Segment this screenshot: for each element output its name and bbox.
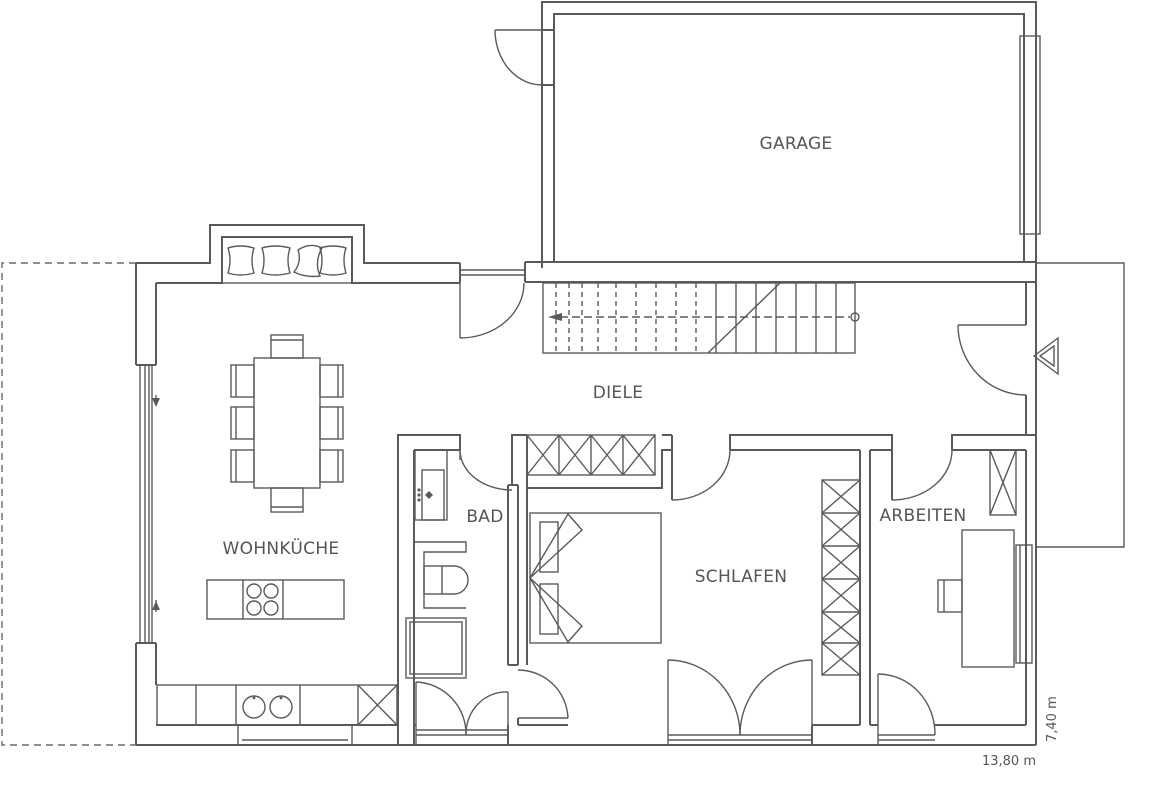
desk-icon <box>937 529 1015 668</box>
room-label-arbeiten: ARBEITEN <box>879 506 966 526</box>
entrance-door-icon <box>957 324 1027 396</box>
exterior-walls <box>135 224 1037 746</box>
garage-door-icon <box>494 29 543 86</box>
toilet-icon <box>414 541 469 609</box>
bathroom-window <box>415 681 509 745</box>
wardrobe-hall <box>526 434 656 476</box>
left-window <box>139 365 160 643</box>
dimension-depth: 7,40 m <box>1045 696 1060 742</box>
entrance-arrow-icon <box>1032 336 1059 376</box>
dining-table-icon <box>230 334 344 513</box>
wardrobe-bedroom <box>821 479 861 676</box>
bedroom-window <box>667 659 813 745</box>
shower-icon <box>405 617 467 679</box>
bed-icon <box>529 512 662 644</box>
bathroom-door-icon <box>459 449 513 491</box>
bedroom-door-icon <box>671 449 731 501</box>
sink-icon <box>414 449 448 521</box>
room-label-diele: DIELE <box>593 383 644 403</box>
kitchen-counter-icon <box>156 684 398 726</box>
office-door-icon <box>891 449 953 501</box>
office-window <box>877 673 936 745</box>
kitchen-island-icon <box>206 579 345 620</box>
room-label-wohnkueche: WOHNKÜCHE <box>223 537 340 559</box>
office-side-window <box>1015 544 1033 664</box>
bay-bench <box>221 236 353 284</box>
staircase <box>542 282 860 354</box>
room-label-garage: GARAGE <box>760 134 833 154</box>
terrace-outline <box>1 262 136 746</box>
room-label-bad: BAD <box>466 507 503 527</box>
garage-entry-door-icon <box>459 282 525 339</box>
bathroom-inner-door-icon <box>517 669 569 719</box>
dimension-width: 13,80 m <box>982 754 1036 769</box>
room-label-schlafen: SCHLAFEN <box>695 567 788 587</box>
bottom-window <box>237 724 353 746</box>
office-shelf <box>989 449 1017 516</box>
garage <box>524 1 1041 283</box>
entrance-canopy <box>1036 262 1125 548</box>
